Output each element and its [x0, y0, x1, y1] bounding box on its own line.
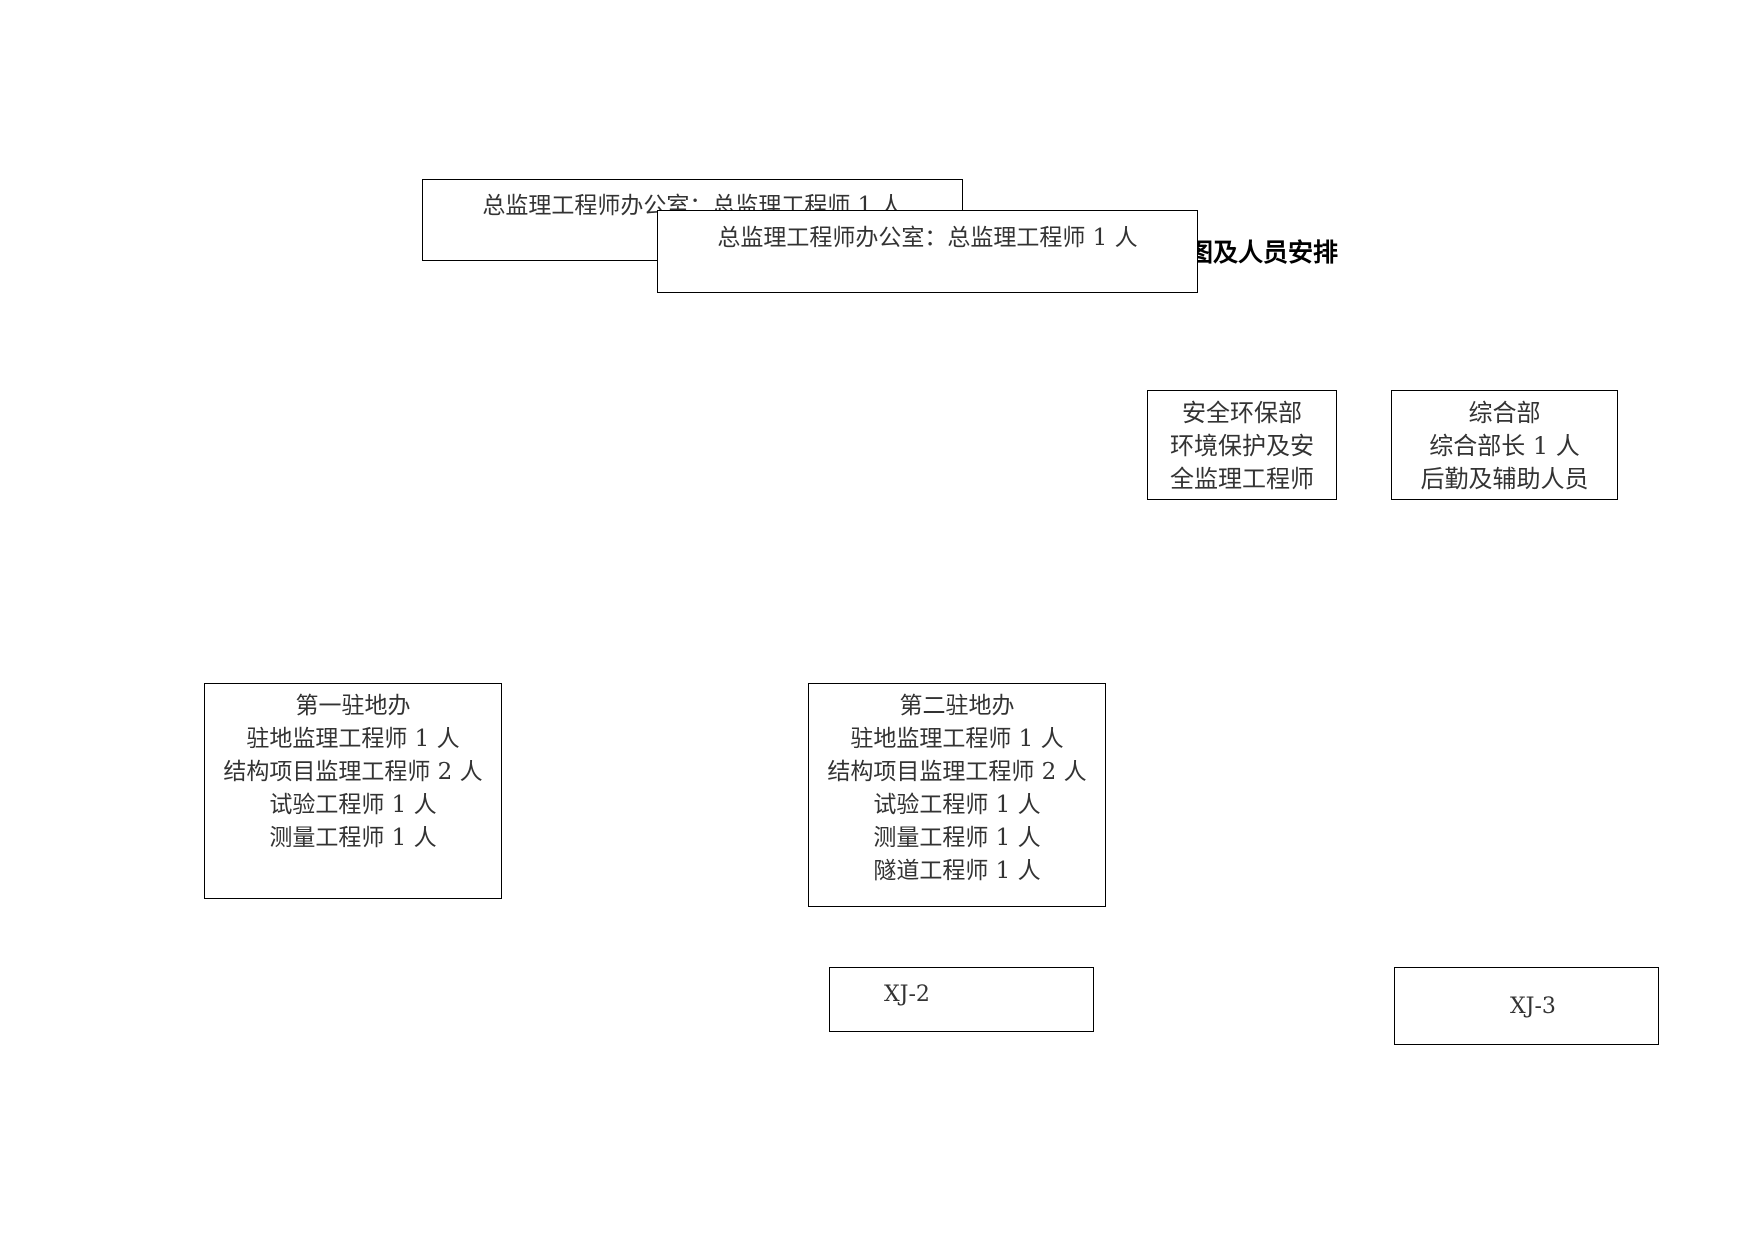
general-dept-name: 综合部 [1468, 399, 1541, 427]
general-dept-support: 后勤及辅助人员 [1420, 465, 1589, 493]
station1-resident-engineer: 驻地监理工程师 1 人 [246, 726, 460, 752]
station2-resident-engineer: 驻地监理工程师 1 人 [850, 726, 1064, 752]
chief-engineer-office-box: 总监理工程师办公室：总监理工程师 1 人 [657, 210, 1198, 293]
section-xj3-label: XJ-3 [1510, 994, 1556, 1019]
section-xj3-box: XJ-3 [1394, 967, 1659, 1045]
general-dept-head: 综合部长 1 人 [1429, 432, 1580, 460]
section-xj2-label: XJ-2 [884, 982, 930, 1007]
safety-dept-line-3: 全监理工程师 [1170, 465, 1314, 493]
station1-test-engineer: 试验工程师 1 人 [269, 792, 437, 818]
safety-dept-line-2: 环境保护及安 [1170, 432, 1314, 460]
safety-environment-dept-box: 安全环保部 环境保护及安 全监理工程师 [1147, 390, 1337, 500]
station2-name: 第二驻地办 [899, 693, 1015, 719]
station1-structure-engineer: 结构项目监理工程师 2 人 [223, 759, 483, 785]
second-resident-office-box: 第二驻地办 驻地监理工程师 1 人 结构项目监理工程师 2 人 试验工程师 1 … [808, 683, 1106, 907]
section-xj2-box: XJ-2 [829, 967, 1094, 1032]
general-dept-box: 综合部 综合部长 1 人 后勤及辅助人员 [1391, 390, 1618, 500]
safety-dept-name: 安全环保部 [1182, 399, 1302, 427]
first-resident-office-box: 第一驻地办 驻地监理工程师 1 人 结构项目监理工程师 2 人 试验工程师 1 … [204, 683, 502, 899]
station1-name: 第一驻地办 [295, 693, 411, 719]
station1-survey-engineer: 测量工程师 1 人 [269, 825, 437, 851]
station2-test-engineer: 试验工程师 1 人 [873, 792, 1041, 818]
chief-engineer-office-text: 总监理工程师办公室：总监理工程师 1 人 [717, 225, 1138, 251]
station2-survey-engineer: 测量工程师 1 人 [873, 825, 1041, 851]
station2-tunnel-engineer: 隧道工程师 1 人 [873, 858, 1041, 884]
chart-title-fragment: 图及人员安排 [1188, 238, 1339, 267]
station2-structure-engineer: 结构项目监理工程师 2 人 [827, 759, 1087, 785]
